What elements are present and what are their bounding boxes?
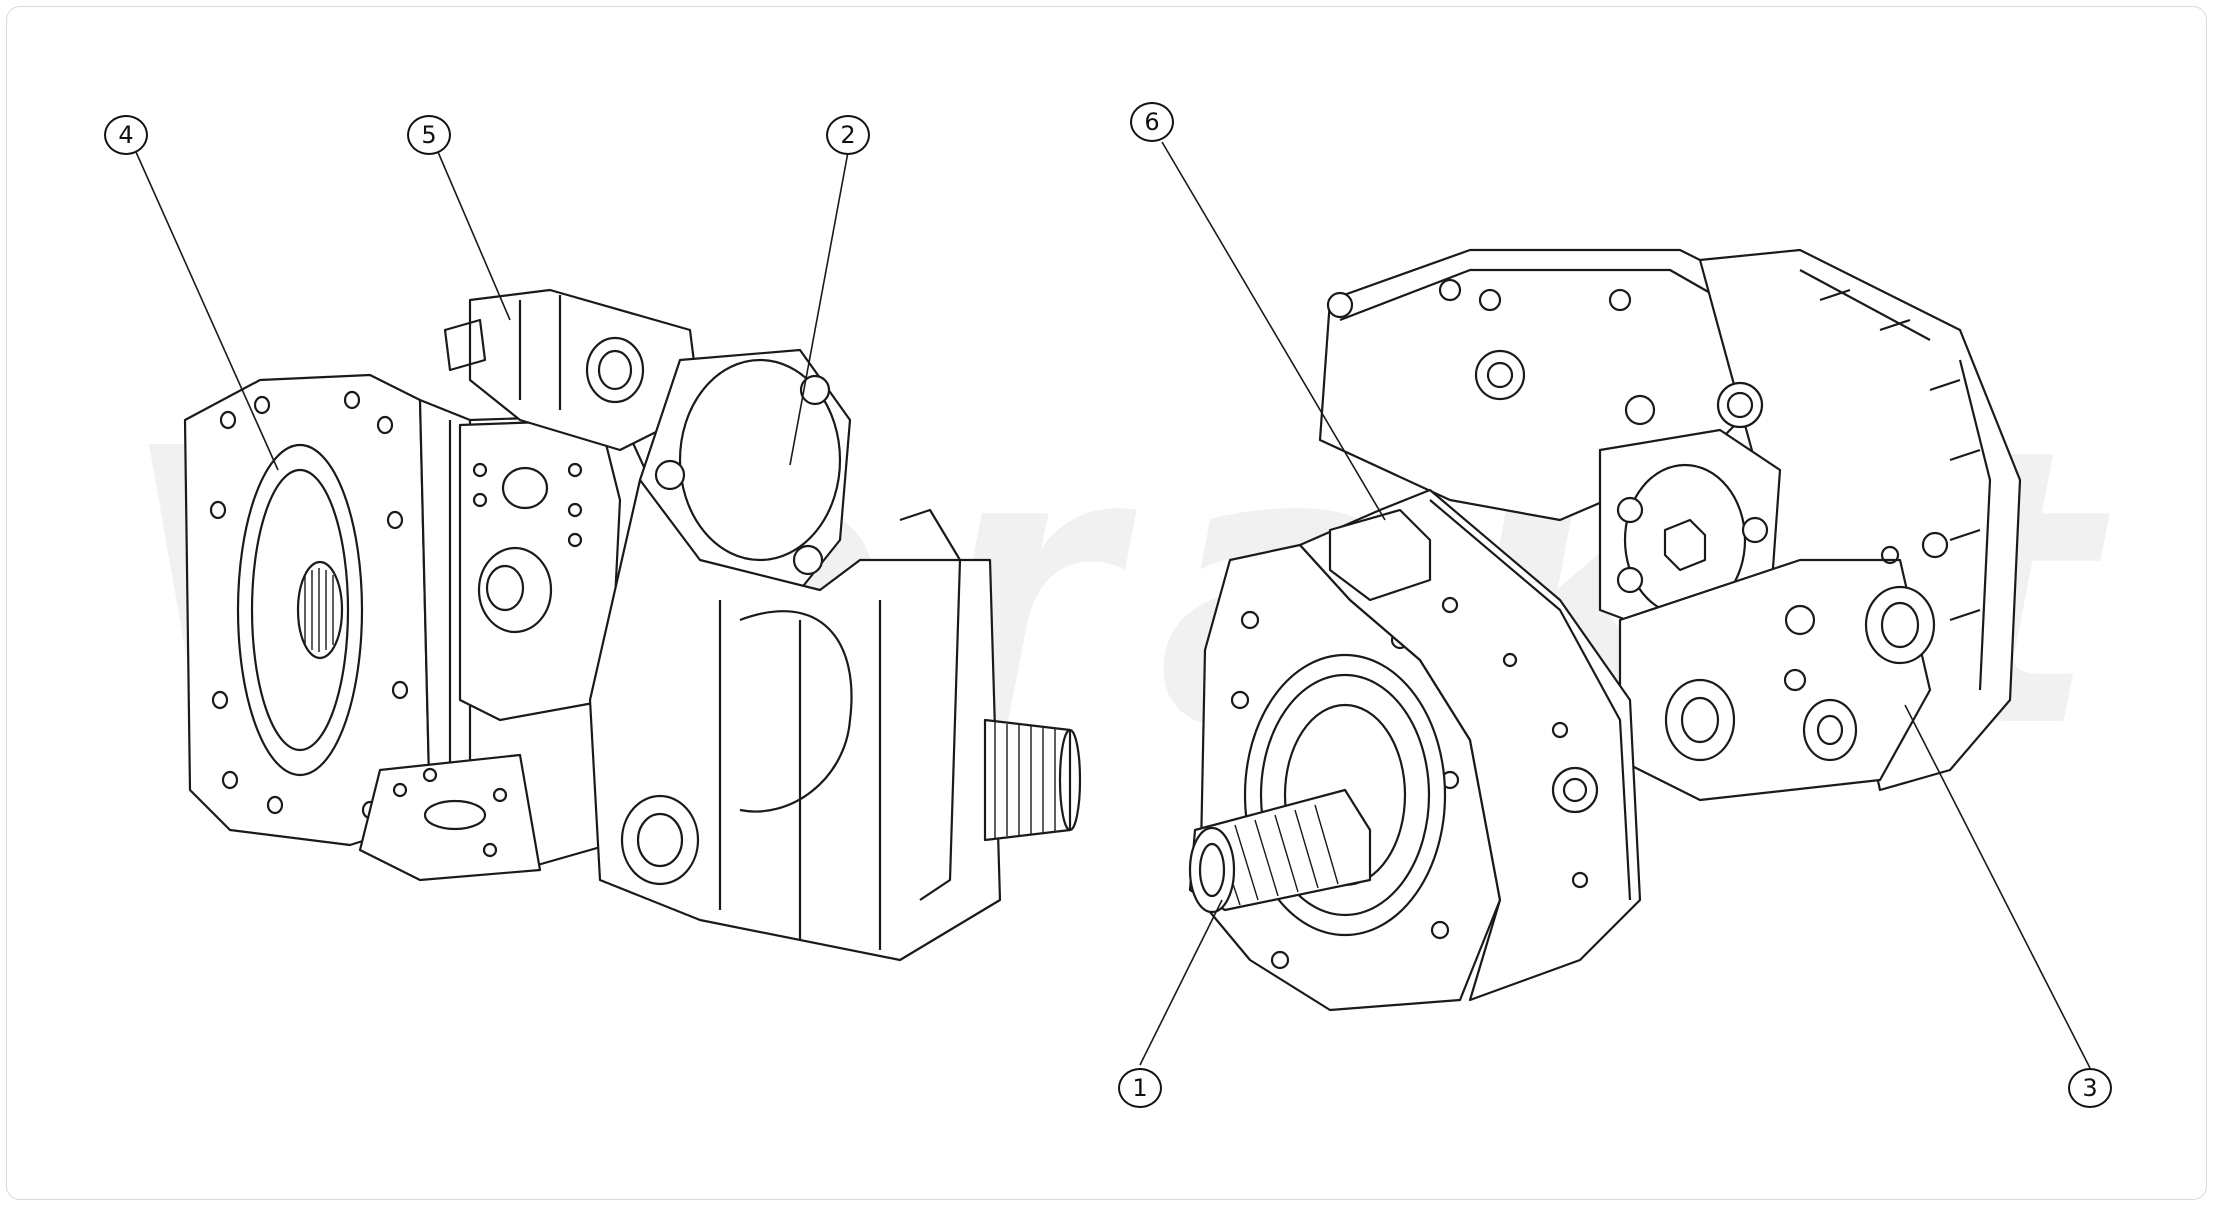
leader-4 bbox=[135, 151, 279, 471]
leader-5 bbox=[437, 151, 511, 321]
leader-3 bbox=[1904, 704, 2091, 1069]
frame-border bbox=[6, 6, 2207, 1200]
callout-5-label: 5 bbox=[421, 121, 437, 149]
callout-6: 6 bbox=[1130, 102, 1174, 142]
left-input-shaft bbox=[296, 560, 344, 660]
leader-2 bbox=[789, 151, 849, 466]
right-input-shaft bbox=[1188, 788, 1372, 912]
left-output-shaft bbox=[983, 718, 1072, 842]
callout-5: 5 bbox=[407, 115, 451, 155]
right-pump bbox=[1188, 248, 2022, 1012]
leader-6 bbox=[1161, 141, 1386, 521]
leader-1 bbox=[1139, 899, 1223, 1066]
callout-3-label: 3 bbox=[2082, 1074, 2098, 1102]
callout-3: 3 bbox=[2068, 1068, 2112, 1108]
callout-1-label: 1 bbox=[1132, 1074, 1148, 1102]
left-pump bbox=[183, 288, 1082, 962]
callout-4: 4 bbox=[104, 115, 148, 155]
leader-lines bbox=[135, 141, 2091, 1069]
callout-1: 1 bbox=[1118, 1068, 1162, 1108]
callout-4-label: 4 bbox=[118, 121, 134, 149]
callout-6-label: 6 bbox=[1144, 108, 1160, 136]
callout-2-label: 2 bbox=[840, 121, 856, 149]
right-main-housing bbox=[1298, 488, 1642, 1002]
callout-2: 2 bbox=[826, 115, 870, 155]
